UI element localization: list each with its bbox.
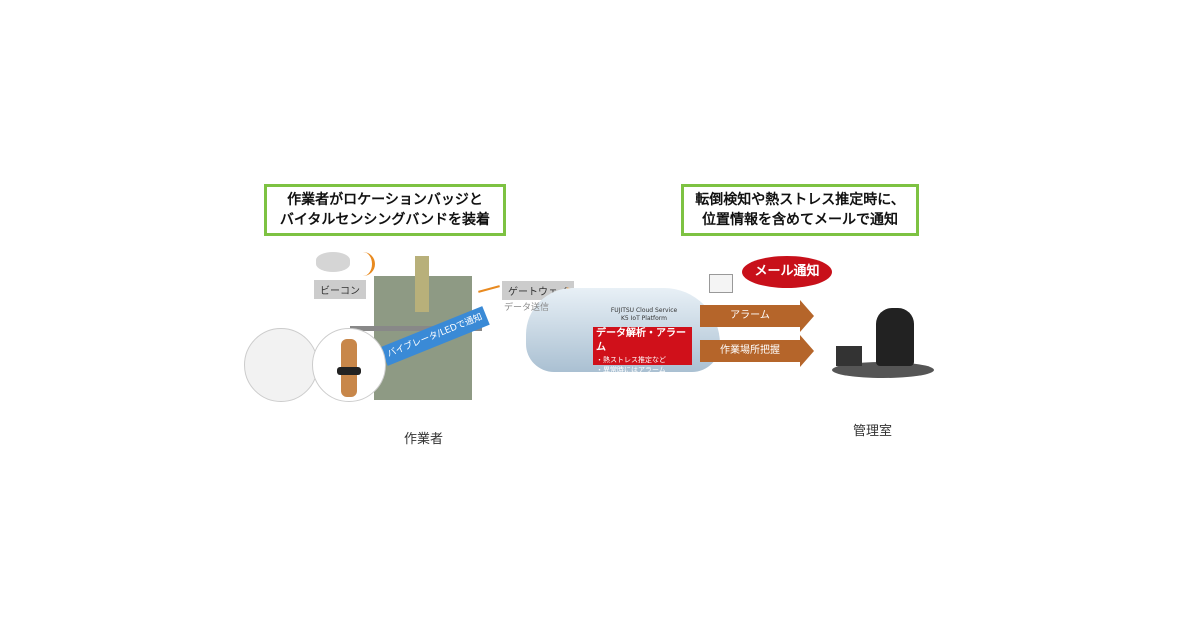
desk	[832, 362, 934, 378]
analysis-item: ・異常時にはアラーム	[596, 366, 666, 374]
signal-icon	[354, 252, 375, 276]
platform-line: K5 IoT Platform	[621, 315, 667, 322]
cloud-platform-name: FUJITSU Cloud Service K5 IoT Platform	[596, 307, 692, 323]
worker-figure	[415, 256, 429, 312]
mail-icon	[709, 274, 733, 293]
mail-notify-bubble: メール通知	[742, 256, 832, 288]
location-badge-image	[244, 328, 318, 402]
wireless-bolt-icon	[478, 285, 500, 293]
alarm-arrow: アラーム	[700, 300, 814, 332]
beacon-label: ビーコン	[314, 280, 366, 299]
caption-line: バイタルセンシングバンドを装着	[279, 212, 491, 228]
scaffold	[350, 326, 482, 331]
vital-band-image	[312, 328, 386, 402]
platform-line: FUJITSU Cloud Service	[610, 307, 678, 314]
beacon-icon	[316, 252, 350, 272]
manager-room-label: 管理室	[853, 424, 893, 439]
caption-line: 転倒検知や熱ストレス推定時に、	[695, 192, 905, 208]
data-send-label: データ送信	[504, 303, 550, 313]
laptop-icon	[836, 346, 862, 366]
analysis-title: データ解析・アラーム	[596, 328, 686, 353]
worker-caption-box: 作業者がロケーションバッジと バイタルセンシングバンドを装着	[264, 184, 506, 236]
manager-figure	[876, 308, 914, 366]
manager-caption-box: 転倒検知や熱ストレス推定時に、 位置情報を含めてメールで通知	[681, 184, 919, 236]
location-arrow: 作業場所把握	[700, 335, 814, 367]
data-analysis-box: データ解析・アラーム ・熱ストレス推定など ・異常時にはアラーム	[593, 327, 692, 374]
caption-line: 作業者がロケーションバッジと	[287, 192, 483, 208]
caption-line: 位置情報を含めてメールで通知	[702, 212, 898, 228]
worker-label: 作業者	[404, 432, 444, 447]
analysis-item: ・熱ストレス推定など	[596, 356, 666, 364]
